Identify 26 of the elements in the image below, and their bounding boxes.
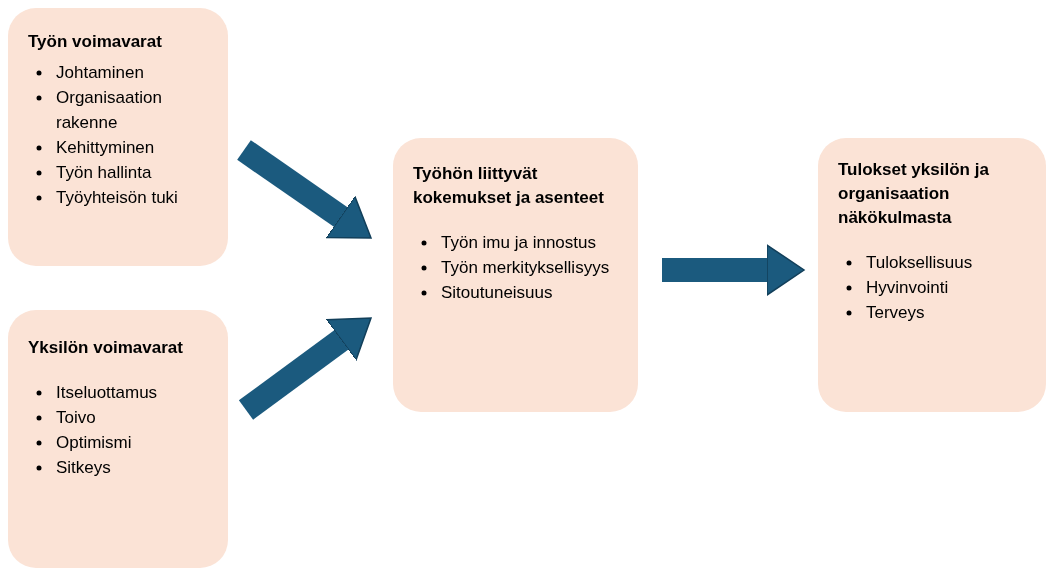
- bullet-item: Kehittyminen: [56, 137, 155, 159]
- bullet-item: Sitkeys: [56, 457, 111, 479]
- bullet-item: Organisaation rakenne: [56, 87, 163, 134]
- bullet-item: Optimismi: [56, 432, 132, 454]
- rounded-box: [8, 310, 228, 568]
- rounded-box: [393, 138, 638, 412]
- block-arrow: [237, 140, 372, 239]
- box-heading: Yksilön voimavarat: [28, 337, 184, 359]
- box-heading: Työn voimavarat: [28, 31, 163, 53]
- box-heading: Työhön liittyvät kokemukset ja asenteet: [413, 163, 605, 209]
- rounded-box: [818, 138, 1046, 412]
- box-heading: Tulokset yksilön ja organisaation näkökulmasta: [838, 159, 990, 229]
- bullet-item: Itseluottamus: [56, 382, 158, 404]
- bullet-item: Toivo: [56, 407, 96, 429]
- bullet-item: Työn hallinta: [56, 162, 152, 184]
- bullet-item: Työyhteisön tuki: [56, 187, 178, 209]
- rounded-box: [8, 8, 228, 266]
- bullet-item: Johtaminen: [56, 62, 144, 84]
- block-arrow: [662, 244, 805, 296]
- bullet-item: Työn merkityksellisyys: [441, 257, 610, 279]
- bullet-item: Tuloksellisuus: [866, 252, 973, 274]
- bullet-item: Terveys: [866, 302, 925, 324]
- block-arrow: [238, 317, 372, 420]
- bullet-item: Sitoutuneisuus: [441, 282, 553, 304]
- bullet-item: Työn imu ja innostus: [441, 232, 596, 254]
- bullet-item: Hyvinvointi: [866, 277, 949, 299]
